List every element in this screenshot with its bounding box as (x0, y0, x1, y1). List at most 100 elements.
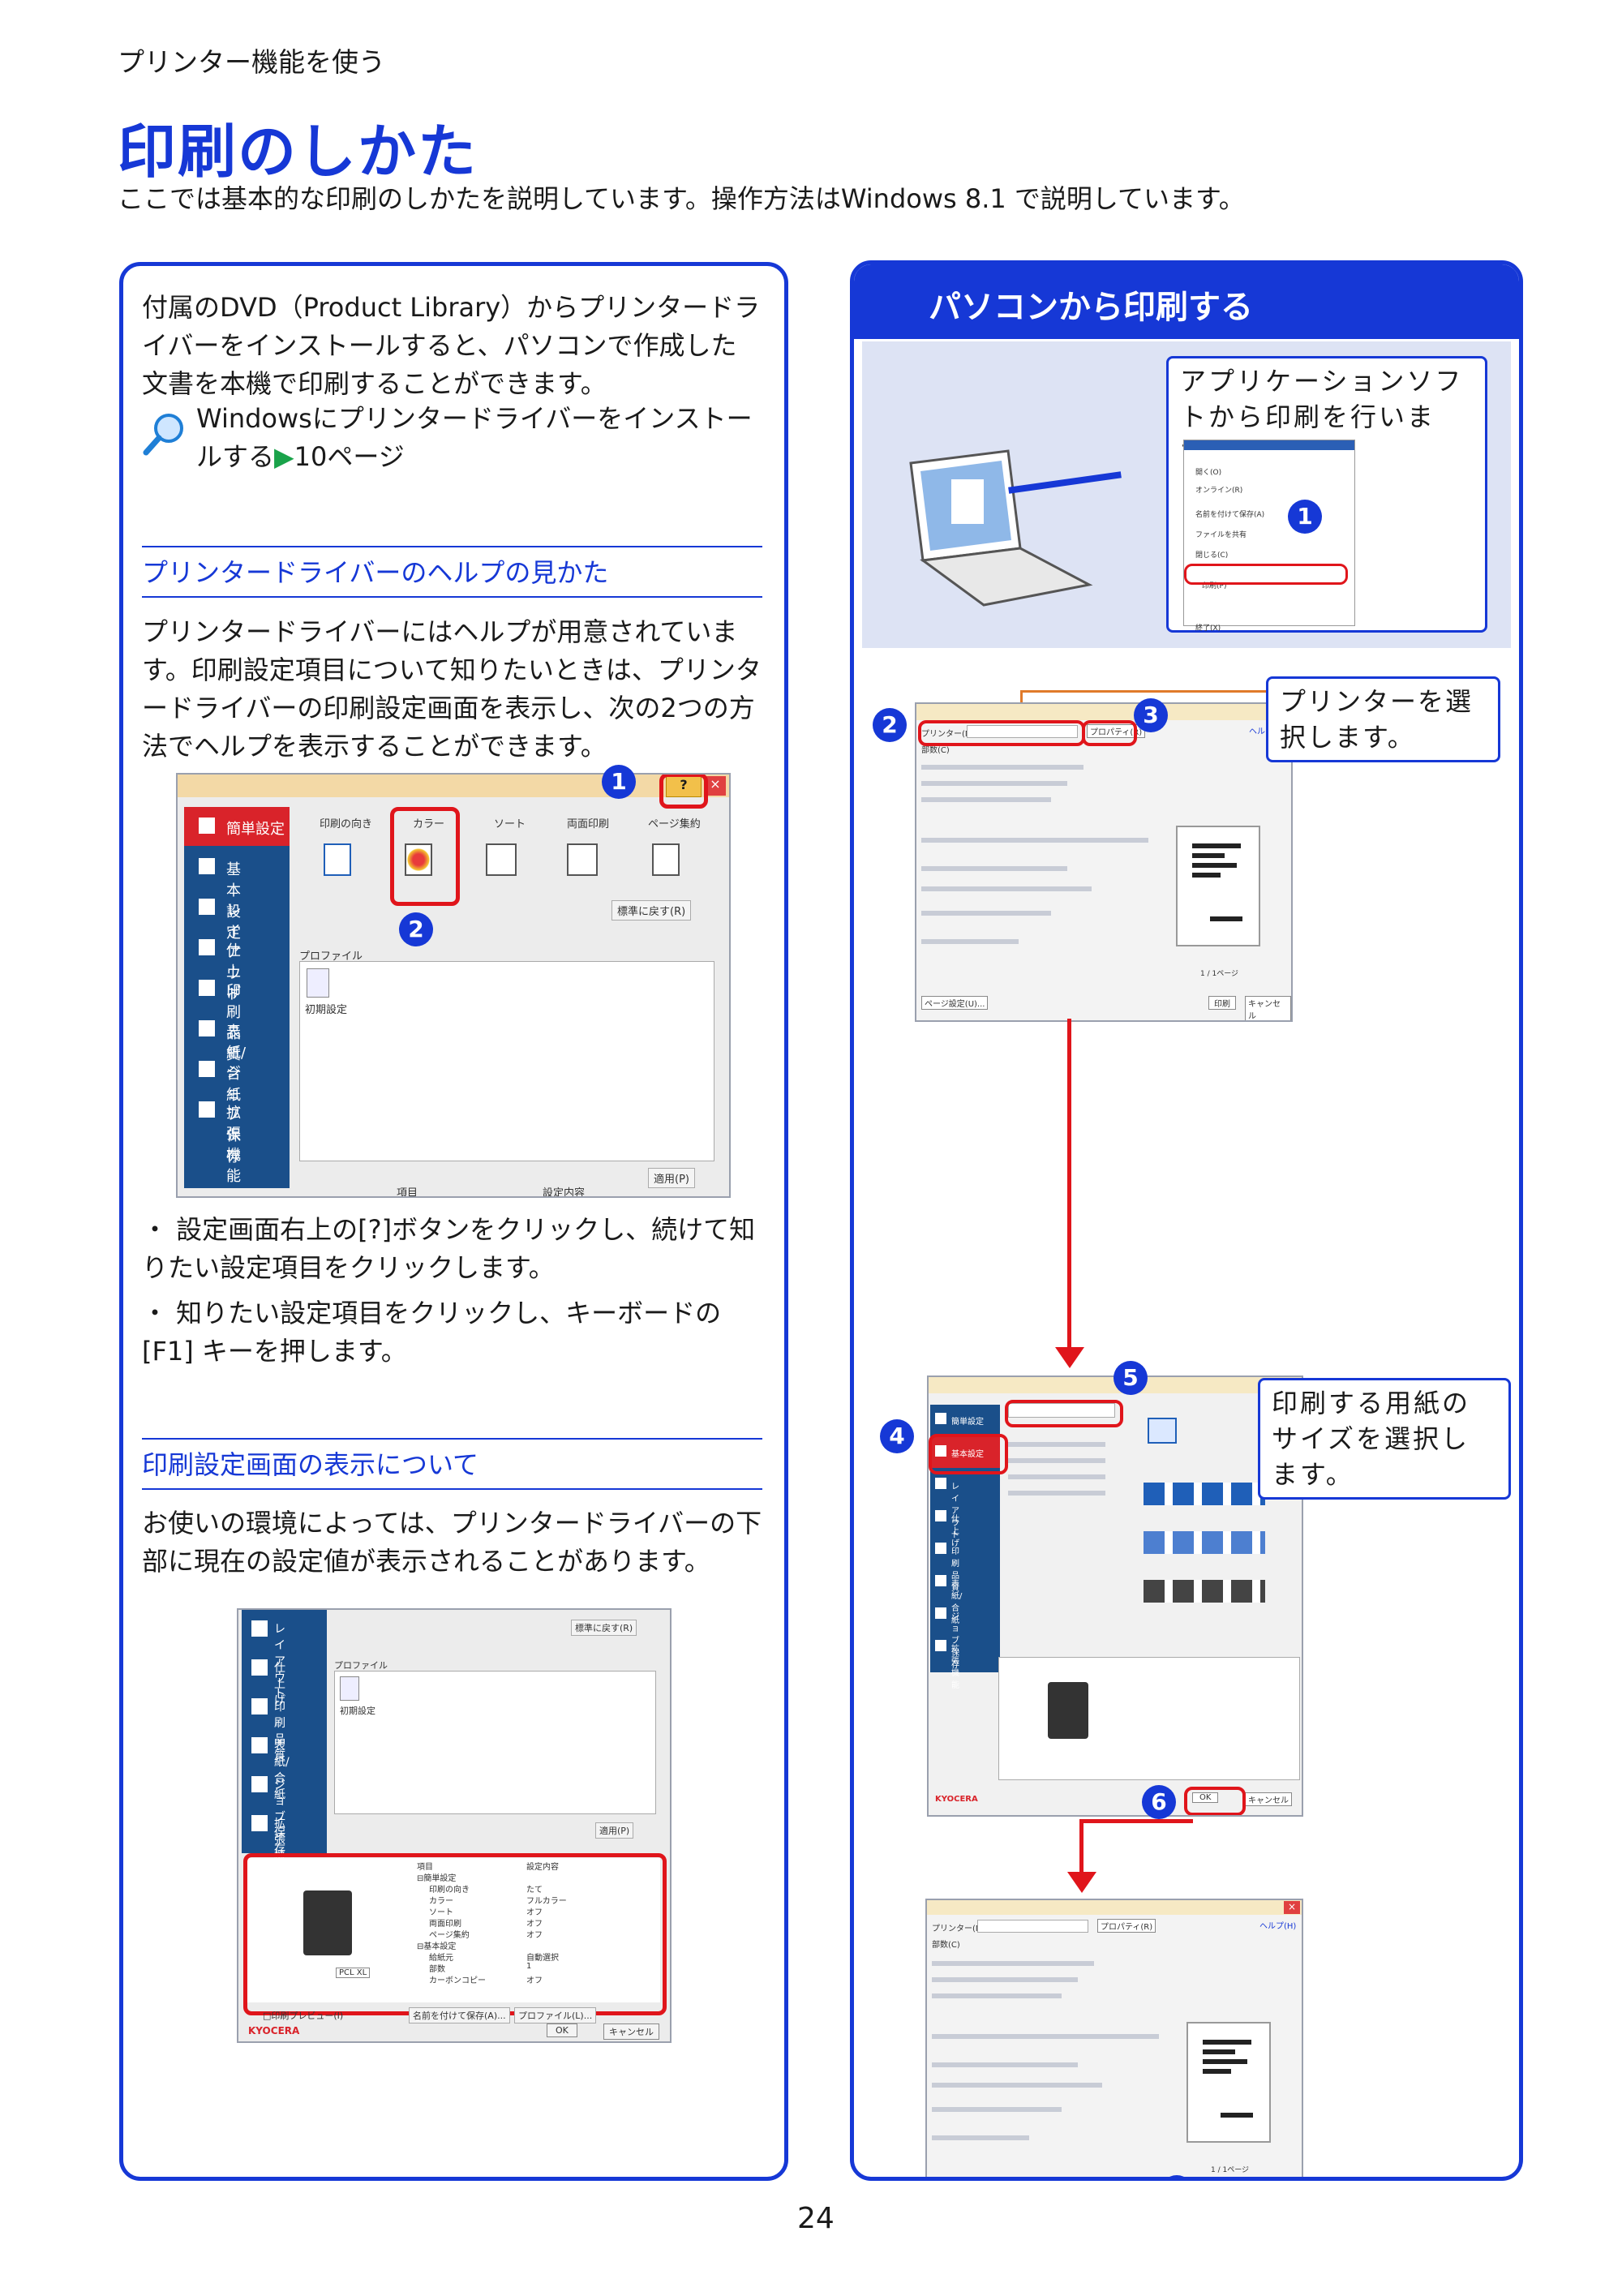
cancel-button[interactable]: キャンセル (1245, 996, 1291, 1020)
cancel-button[interactable]: キャンセル (1245, 1792, 1292, 1806)
orientation-icon[interactable] (324, 843, 351, 876)
summary-value: オフ (526, 1908, 543, 1917)
orientation-options[interactable] (1144, 1483, 1265, 1505)
option-line (921, 939, 1019, 944)
ok-button[interactable]: OK (1192, 1792, 1219, 1803)
sidebar-item-basic[interactable]: 基本設定 (930, 1437, 1000, 1468)
help-button-highlight (659, 775, 708, 809)
page-title: 印刷のしかた (118, 118, 478, 186)
printer-select[interactable] (977, 1920, 1088, 1933)
summary-value: オフ (526, 1920, 543, 1929)
menu-item-print[interactable]: 印刷(P) (1202, 582, 1227, 590)
print-button[interactable]: 印刷 (1208, 996, 1236, 1010)
reference-arrow-icon: ▶ (274, 441, 294, 472)
profile-item[interactable]: 初期設定 (305, 1004, 348, 1016)
paper-size-highlight (1005, 1400, 1123, 1427)
summary-value: フルカラー (526, 1897, 567, 1906)
step-marker-2: 2 (873, 708, 907, 742)
apply-button[interactable]: 適用(P) (595, 1822, 634, 1839)
right-panel: パソコンから印刷する アプリケーションソフトから印刷を行います。 開く(O) オ… (850, 260, 1523, 2181)
option-line (932, 2135, 1029, 2140)
profile-list[interactable]: 初期設定 (299, 961, 714, 1161)
tab-sort[interactable]: ソート (494, 818, 526, 830)
color-tab-highlight (390, 807, 460, 906)
table-header-item: 項目 (397, 1187, 418, 1198)
paper-size-select[interactable] (1008, 1403, 1115, 1418)
summary-row: ⊟基本設定 (417, 1942, 457, 1951)
page-setup-button[interactable]: ページ設定(U)... (921, 996, 989, 1010)
print-preview-page (1176, 826, 1260, 946)
summary-row: 印刷の向き (429, 1886, 470, 1895)
save-name-button[interactable]: 名前を付けて保存(A)... (409, 2007, 510, 2023)
option-line (921, 911, 1051, 916)
table-header-value: 設定内容 (543, 1187, 586, 1198)
kyocera-logo: KYOCERA (248, 2025, 300, 2036)
step-marker-3: 3 (1134, 698, 1168, 732)
profile-list[interactable]: 初期設定 (334, 1671, 656, 1814)
summary-row: ページ集約 (429, 1931, 470, 1940)
print-dialog-screenshot: プリンター(N) プロパティ(R) ヘルプ(H) 部数(C) 1 / 1ページ … (915, 702, 1293, 1022)
profile-button[interactable]: プロファイル(L)... (514, 2007, 597, 2023)
section-label: プリンター機能を使う (118, 46, 385, 78)
profile-item[interactable]: 初期設定 (340, 1706, 375, 1716)
flow-arrow-head (1067, 1872, 1096, 1893)
menu-item[interactable]: 開く(O) (1195, 469, 1222, 477)
step-marker-6: 6 (1142, 1785, 1176, 1819)
sort-icon[interactable] (486, 843, 517, 876)
reference-link[interactable]: Windowsにプリンタードライバーをインストールする▶10ページ (196, 400, 764, 476)
properties-dialog-screenshot: 簡単設定 基本設定 レイアウト 仕上げ 印刷品質 表紙/合紙 ジョブ保存 拡張機… (927, 1375, 1303, 1817)
option-line (921, 765, 1083, 770)
sidebar-item-quick[interactable]: 簡単設定 (930, 1405, 1000, 1436)
summary-row: ⊟簡単設定 (417, 1874, 457, 1883)
window-titlebar (916, 704, 1291, 720)
reset-button[interactable]: 標準に戻す(R) (571, 1620, 637, 1636)
summary-row: 両面印刷 (429, 1920, 461, 1929)
menu-item[interactable]: 終了(X) (1195, 624, 1221, 633)
help-bullet-1: ・ 設定画面右上の[?]ボタンをクリックし、続けて知りたい設定項目をクリックしま… (142, 1214, 756, 1283)
close-icon[interactable]: × (705, 776, 726, 796)
preview-checkbox[interactable]: □印刷プレビュー(I) (263, 2011, 344, 2021)
printer-label: プリンター(N) (921, 730, 975, 739)
apply-button[interactable]: 適用(P) (648, 1168, 695, 1188)
sidebar-item-quick[interactable]: 簡単設定 (184, 807, 290, 846)
help-question-button[interactable]: ? (666, 776, 702, 797)
tab-combine[interactable]: ページ集約 (648, 818, 701, 830)
printer-label: プリンター(N) (932, 1925, 985, 1933)
tab-orientation[interactable]: 印刷の向き (320, 818, 373, 830)
color-options[interactable] (1144, 1580, 1265, 1603)
copies-label: 部数(C) (921, 746, 950, 755)
option-line (932, 2107, 1062, 2112)
paper-icon[interactable] (1148, 1418, 1177, 1444)
page-number: 24 (797, 2202, 835, 2235)
printer-image (1048, 1682, 1088, 1739)
option-line (921, 781, 1067, 786)
help-text: プリンタードライバーにはヘルプが用意されています。印刷設定項目について知りたいと… (142, 616, 762, 762)
close-icon[interactable]: × (1284, 1901, 1300, 1914)
duplex-icon[interactable] (567, 843, 598, 876)
help-link[interactable]: ヘルプ(H) (1259, 1922, 1297, 1931)
menu-item[interactable]: オンライン(R) (1195, 487, 1243, 495)
summary-row: ソート (429, 1908, 453, 1917)
menu-item[interactable]: ファイルを共有 (1195, 531, 1247, 539)
summary-highlight (243, 1853, 667, 2015)
reset-button[interactable]: 標準に戻す(R) (611, 900, 692, 921)
right-heading: パソコンから印刷する (929, 289, 1253, 326)
tab-color[interactable]: カラー (413, 818, 445, 830)
ok-button[interactable]: OK (547, 2023, 577, 2037)
summary-row: カーボンコピー (429, 1976, 486, 1985)
step-marker-4: 4 (880, 1419, 914, 1453)
properties-button[interactable]: プロパティ(R) (1097, 1919, 1156, 1933)
page-info: 1 / 1ページ (1200, 970, 1239, 978)
menu-item[interactable]: 名前を付けて保存(A) (1195, 511, 1265, 519)
color-icon[interactable] (405, 843, 432, 876)
step3-callout: プリンターを選択します。 (1266, 676, 1500, 762)
tab-duplex[interactable]: 両面印刷 (567, 818, 610, 830)
window-titlebar (927, 1900, 1302, 1915)
step-marker-1: 1 (602, 765, 636, 799)
combine-icon[interactable] (652, 843, 680, 876)
summary-header-item: 項目 (417, 1863, 433, 1872)
menu-item[interactable]: 閉じる(C) (1195, 551, 1229, 560)
cancel-button[interactable]: キャンセル (603, 2023, 659, 2040)
printer-select[interactable] (967, 725, 1078, 738)
duplex-options[interactable] (1144, 1531, 1265, 1554)
